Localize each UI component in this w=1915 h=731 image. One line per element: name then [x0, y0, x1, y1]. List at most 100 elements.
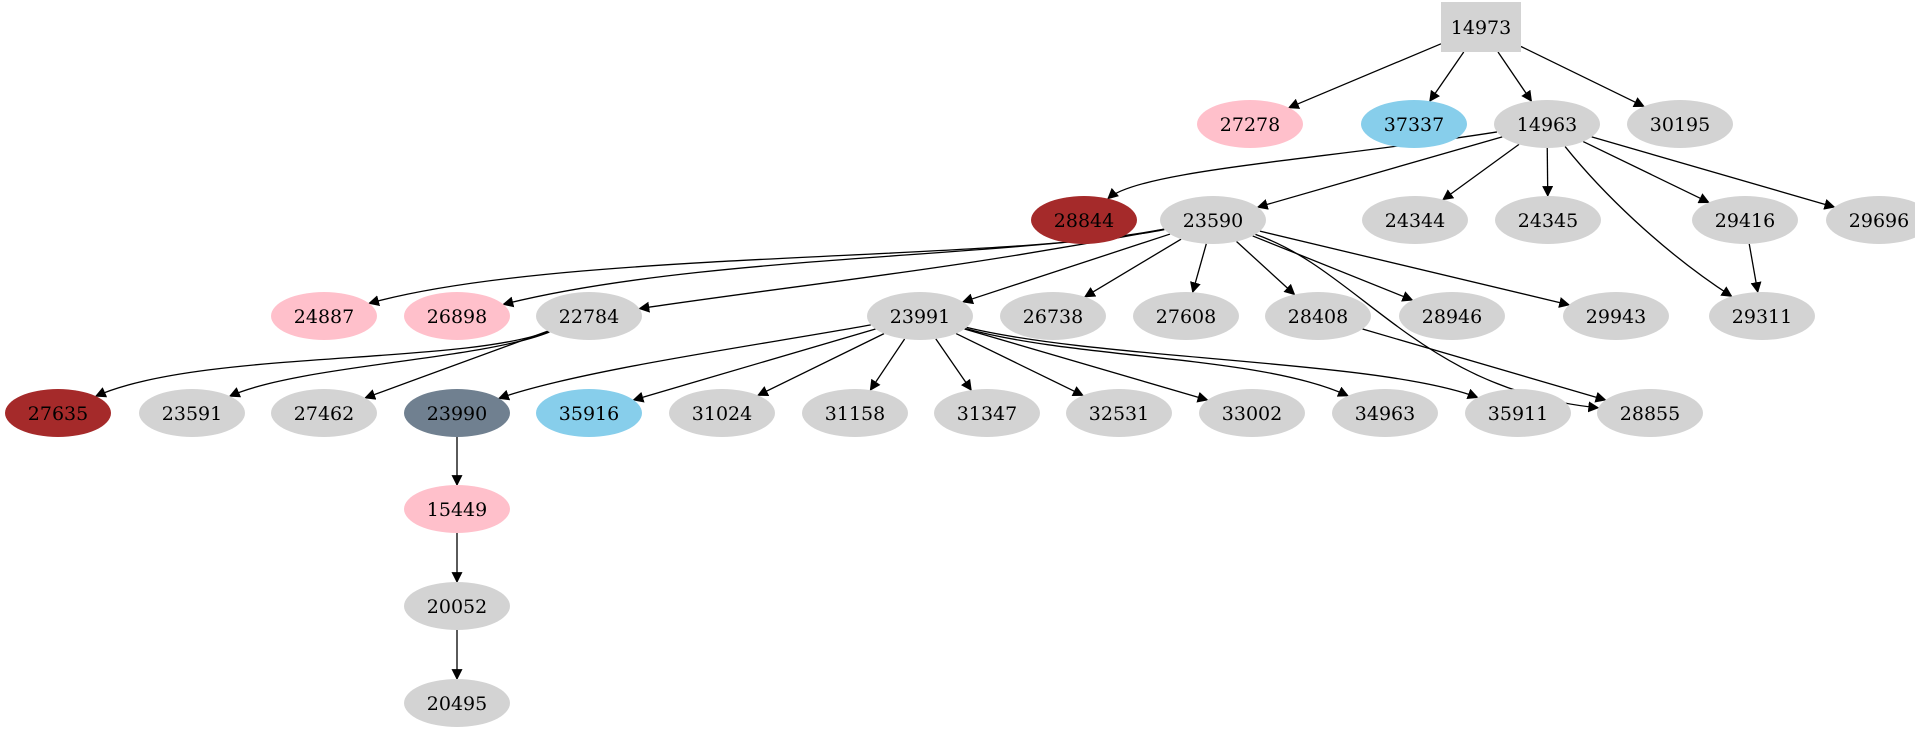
- edge-14963-to-23590: [1256, 136, 1503, 210]
- graph-node-20052[interactable]: 20052: [404, 582, 510, 630]
- graph-node-29311[interactable]: 29311: [1709, 292, 1815, 340]
- node-label: 23590: [1183, 210, 1243, 232]
- edge-23991-to-35911: [966, 326, 1479, 400]
- graph-node-30195[interactable]: 30195: [1627, 100, 1733, 148]
- node-label: 29943: [1586, 306, 1646, 328]
- graph-node-27462[interactable]: 27462: [271, 389, 377, 437]
- graph-node-31024[interactable]: 31024: [669, 389, 775, 437]
- node-ellipse: [867, 292, 973, 340]
- graph-node-26898[interactable]: 26898: [404, 292, 510, 340]
- edge-14963-to-29696: [1591, 136, 1836, 210]
- edge-23991-to-31024: [756, 333, 885, 396]
- node-label: 29696: [1849, 210, 1909, 232]
- edge-14973-to-27278: [1287, 43, 1442, 109]
- node-label: 23591: [162, 403, 222, 425]
- node-ellipse: [404, 292, 510, 340]
- node-ellipse: [404, 485, 510, 533]
- graph-node-24887[interactable]: 24887: [271, 292, 377, 340]
- graph-node-37337[interactable]: 37337: [1361, 100, 1467, 148]
- graph-node-28946[interactable]: 28946: [1399, 292, 1505, 340]
- graph-node-14973[interactable]: 14973: [1441, 2, 1521, 52]
- node-label: 22784: [559, 306, 619, 328]
- edge-14973-to-14963: [1497, 51, 1533, 102]
- node-label: 20495: [427, 693, 487, 715]
- node-label: 15449: [427, 499, 487, 521]
- node-ellipse: [1199, 389, 1305, 437]
- graph-node-27608[interactable]: 27608: [1133, 292, 1239, 340]
- node-label: 33002: [1222, 403, 1282, 425]
- node-label: 31024: [692, 403, 752, 425]
- graph-node-29416[interactable]: 29416: [1692, 196, 1798, 244]
- edge-14973-to-37337: [1429, 51, 1465, 102]
- node-ellipse: [1361, 100, 1467, 148]
- graph-node-23591[interactable]: 23591: [139, 389, 245, 437]
- graph-node-34963[interactable]: 34963: [1332, 389, 1438, 437]
- node-label: 29416: [1715, 210, 1775, 232]
- graph-node-28855[interactable]: 28855: [1597, 389, 1703, 437]
- node-label: 27278: [1220, 114, 1280, 136]
- graph-node-33002[interactable]: 33002: [1199, 389, 1305, 437]
- graph-node-31347[interactable]: 31347: [934, 389, 1040, 437]
- node-label: 27462: [294, 403, 354, 425]
- node-layer: 14973 27278 37337 14963 30195 28844 23590 24344…: [5, 2, 1915, 727]
- graph-node-15449[interactable]: 15449: [404, 485, 510, 533]
- node-ellipse: [139, 389, 245, 437]
- edge-23991-to-31158: [869, 338, 906, 391]
- graph-node-24344[interactable]: 24344: [1362, 196, 1468, 244]
- graph-node-27278[interactable]: 27278: [1197, 100, 1303, 148]
- graph-node-28844[interactable]: 28844: [1031, 196, 1137, 244]
- edge-28408-to-28855: [1362, 328, 1607, 403]
- node-label: 27608: [1156, 306, 1216, 328]
- node-label: 24345: [1518, 210, 1578, 232]
- graph-node-23590[interactable]: 23590: [1160, 196, 1266, 244]
- graph-node-26738[interactable]: 26738: [1000, 292, 1106, 340]
- node-ellipse: [536, 389, 642, 437]
- node-label: 37337: [1384, 114, 1444, 136]
- edge-23590-to-26738: [1083, 238, 1182, 298]
- graph-node-31158[interactable]: 31158: [802, 389, 908, 437]
- graph-node-29696[interactable]: 29696: [1826, 196, 1915, 244]
- graph-node-35916[interactable]: 35916: [536, 389, 642, 437]
- graph-node-23991[interactable]: 23991: [867, 292, 973, 340]
- edge-23991-to-23990: [497, 324, 871, 401]
- edge-23590-to-23991: [961, 233, 1171, 305]
- node-ellipse: [1031, 196, 1137, 244]
- graph-node-27635[interactable]: 27635: [5, 389, 111, 437]
- edge-23590-to-28408: [1236, 241, 1296, 296]
- node-ellipse: [669, 389, 775, 437]
- graph-node-29943[interactable]: 29943: [1563, 292, 1669, 340]
- node-ellipse: [1709, 292, 1815, 340]
- node-label: 14963: [1517, 114, 1577, 136]
- node-label: 32531: [1089, 403, 1149, 425]
- edge-14963-to-29311: [1564, 146, 1733, 297]
- node-label: 24887: [294, 306, 354, 328]
- edge-14963-to-29416: [1582, 140, 1710, 204]
- graph-node-28408[interactable]: 28408: [1265, 292, 1371, 340]
- node-ellipse: [934, 389, 1040, 437]
- graph-node-20495[interactable]: 20495: [404, 679, 510, 727]
- node-label: 27635: [28, 403, 88, 425]
- edge-23991-to-32531: [955, 332, 1084, 397]
- edge-29416-to-29311: [1748, 243, 1762, 294]
- graph-node-32531[interactable]: 32531: [1066, 389, 1172, 437]
- node-ellipse: [1627, 100, 1733, 148]
- node-ellipse: [404, 679, 510, 727]
- node-ellipse: [1563, 292, 1669, 340]
- graph-node-24345[interactable]: 24345: [1495, 196, 1601, 244]
- node-label: 14973: [1451, 17, 1511, 39]
- node-label: 26738: [1023, 306, 1083, 328]
- graph-node-23990[interactable]: 23990: [404, 389, 510, 437]
- graph-node-22784[interactable]: 22784: [536, 292, 642, 340]
- node-ellipse: [5, 389, 111, 437]
- node-ellipse: [404, 582, 510, 630]
- node-ellipse: [1160, 196, 1266, 244]
- graph-node-14963[interactable]: 14963: [1494, 100, 1600, 148]
- node-label: 29311: [1732, 306, 1792, 328]
- graph-node-35911[interactable]: 35911: [1465, 389, 1571, 437]
- node-label: 35916: [559, 403, 619, 425]
- node-label: 20052: [427, 596, 487, 618]
- node-ellipse: [1826, 196, 1915, 244]
- node-label: 35911: [1488, 403, 1548, 425]
- node-label: 31347: [957, 403, 1017, 425]
